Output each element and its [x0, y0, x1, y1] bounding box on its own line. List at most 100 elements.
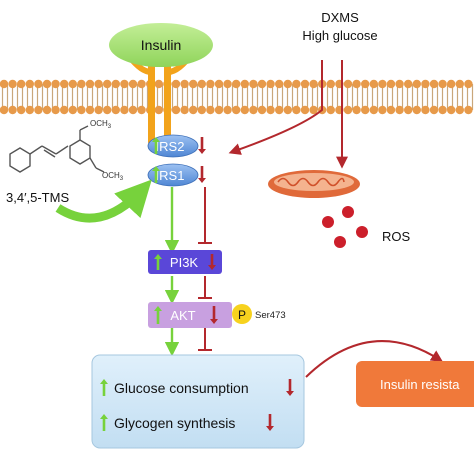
membrane-head [25, 105, 34, 115]
membrane-head [283, 79, 292, 89]
akt-label: AKT [170, 308, 195, 323]
membrane-head [309, 105, 318, 115]
membrane-head [42, 79, 52, 89]
akt-down-arrow-icon [210, 306, 218, 324]
membrane-head [412, 79, 421, 89]
membrane-head [137, 105, 146, 115]
membrane-head [68, 105, 78, 115]
membrane-head [429, 105, 439, 115]
membrane-head [369, 79, 378, 89]
membrane-head [240, 79, 249, 89]
membrane-head [369, 105, 378, 115]
compound-structure [9, 125, 105, 173]
pi3k-label: PI3K [170, 255, 199, 270]
membrane-head [120, 79, 129, 89]
membrane-head [309, 79, 318, 89]
membrane-head [378, 105, 387, 115]
membrane-head [42, 105, 52, 115]
membrane-head [51, 105, 60, 115]
membrane-head [275, 105, 284, 115]
membrane-head [429, 79, 439, 89]
membrane-head [8, 105, 17, 115]
membrane-head [404, 105, 413, 115]
membrane-head [180, 105, 189, 115]
membrane-head [300, 105, 310, 115]
compound-name-label: 3,4′,5-TMS [6, 190, 69, 205]
membrane-head [232, 79, 241, 89]
membrane-head [223, 79, 232, 89]
membrane-head [455, 105, 464, 115]
glucose-consumption-down-arrow-icon [286, 379, 294, 396]
membrane-head [292, 105, 301, 115]
phospho-site-label: Ser473 [255, 310, 286, 321]
glycogen-synthesis-label: Glycogen synthesis [114, 415, 235, 431]
membrane-head [232, 105, 241, 115]
pi3k-up-arrow-icon [154, 254, 162, 270]
membrane-head [361, 79, 370, 89]
membrane-head [326, 79, 335, 89]
membrane-head [361, 105, 370, 115]
stimulus-label-high-glucose: High glucose [302, 28, 377, 43]
insulin-ligand [109, 23, 213, 67]
membrane-head [223, 105, 232, 115]
membrane-head [421, 105, 430, 115]
membrane-head [34, 79, 43, 89]
irs1-down-arrow-icon [198, 166, 206, 183]
mitochondrion-icon [268, 170, 360, 198]
membrane-head [275, 79, 284, 89]
membrane-head [197, 105, 206, 115]
membrane-head [171, 79, 181, 89]
compound-to-irs-arrow [55, 179, 152, 223]
membrane-head [214, 79, 224, 89]
membrane-head [171, 105, 181, 115]
phospho-node [232, 304, 252, 324]
membrane-head [0, 105, 9, 115]
membrane-head [257, 105, 267, 115]
membrane-head [326, 105, 335, 115]
membrane-head [103, 105, 112, 115]
membrane-head [438, 79, 447, 89]
irs2-label: IRS2 [156, 139, 185, 154]
membrane-head [17, 105, 26, 115]
membrane-head [189, 105, 198, 115]
membrane-head [412, 105, 421, 115]
membrane-head [352, 79, 361, 89]
akt-up-arrow-icon [154, 306, 162, 324]
irs1-node [147, 163, 199, 187]
irs1-label: IRS1 [156, 168, 185, 183]
membrane-head [68, 79, 78, 89]
membrane-head [300, 79, 310, 89]
membrane-head [464, 105, 473, 115]
cell-membrane [0, 79, 474, 115]
pi3k-down-arrow-icon [208, 254, 216, 270]
membrane-head [214, 105, 224, 115]
membrane-head [189, 79, 198, 89]
membrane-head [455, 79, 464, 89]
membrane-head [77, 79, 86, 89]
membrane-head [386, 79, 396, 89]
membrane-head [94, 105, 103, 115]
membrane-head [94, 79, 103, 89]
membrane-head [266, 79, 275, 89]
membrane-head [8, 79, 17, 89]
methoxy-top-label: OCH3 [90, 119, 112, 130]
membrane-head [343, 105, 353, 115]
membrane-head [386, 105, 396, 115]
membrane-head [292, 79, 301, 89]
phospho-label: P [238, 308, 246, 322]
membrane-head [447, 79, 456, 89]
stimulus-label-dxms: DXMS [321, 10, 359, 25]
membrane-head [378, 79, 387, 89]
outcome-box [91, 354, 305, 449]
membrane-head [103, 79, 112, 89]
membrane-head [197, 79, 206, 89]
membrane-head [17, 79, 26, 89]
membrane-head [266, 105, 275, 115]
membrane-head [464, 79, 473, 89]
membrane-heads-top [0, 79, 473, 89]
insulin-label: Insulin [141, 37, 181, 53]
membrane-head [85, 79, 95, 89]
membrane-head [240, 105, 249, 115]
